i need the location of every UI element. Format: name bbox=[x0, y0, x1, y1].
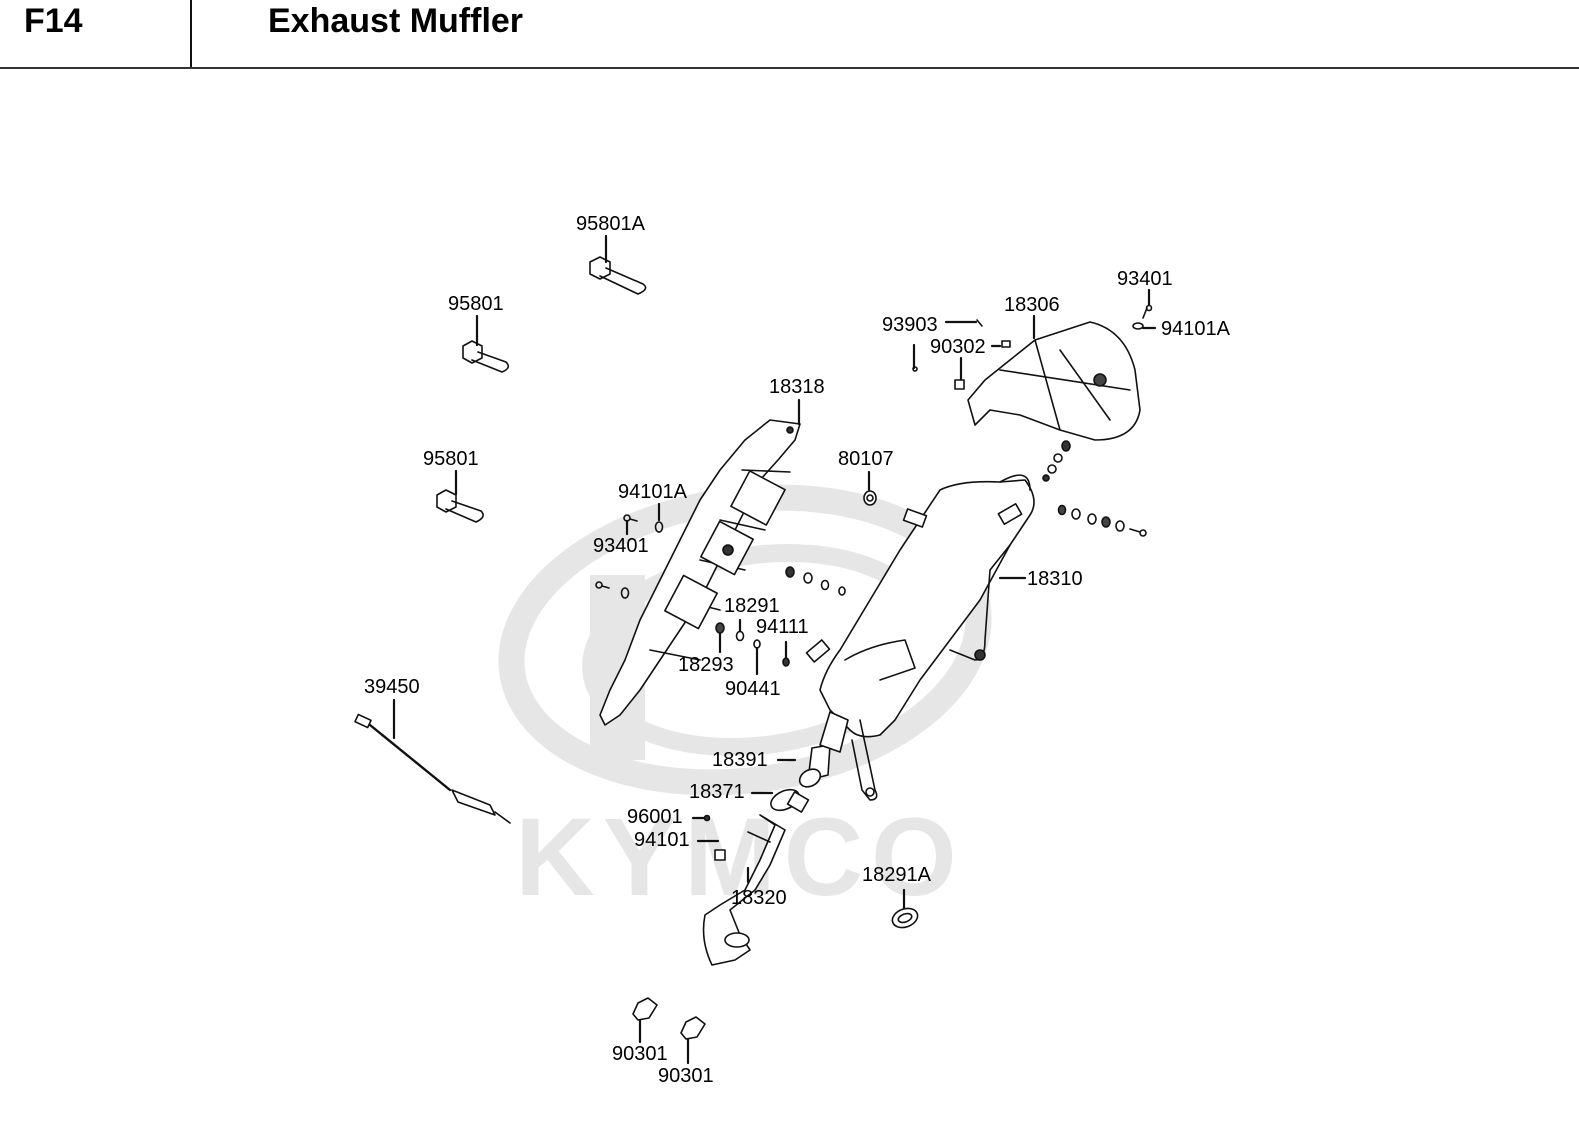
callout-18320: 18320 bbox=[731, 887, 787, 909]
bolt-95801-upper bbox=[462, 314, 510, 373]
washer-stack-right bbox=[1057, 504, 1147, 537]
callout-94101A-right: 94101A bbox=[1161, 318, 1230, 340]
screw-93903 bbox=[912, 319, 983, 372]
callout-93401-left: 93401 bbox=[593, 535, 649, 557]
speed-nut-90302 bbox=[954, 340, 1011, 390]
callout-18371: 18371 bbox=[689, 781, 745, 803]
washer-stack-middle bbox=[785, 566, 846, 596]
callout-18310: 18310 bbox=[1027, 568, 1083, 590]
collar-18293 bbox=[715, 622, 725, 654]
nut-90301-left bbox=[632, 997, 658, 1044]
clamp-18371 bbox=[750, 788, 810, 813]
callout-94101: 94101 bbox=[634, 829, 690, 851]
callout-96001: 96001 bbox=[627, 806, 683, 828]
callout-18306: 18306 bbox=[1004, 294, 1060, 316]
heat-guard-18318 bbox=[599, 398, 801, 726]
collar-80107 bbox=[863, 470, 877, 506]
callout-93401-right: 93401 bbox=[1117, 268, 1173, 290]
callout-95801A: 95801A bbox=[576, 213, 645, 235]
bolt-lower-left bbox=[595, 581, 630, 599]
page-title: Exhaust Muffler bbox=[268, 2, 524, 40]
page-header: F14 Exhaust Muffler bbox=[0, 0, 1579, 70]
callout-94111: 94111 bbox=[756, 616, 809, 638]
nut-94111 bbox=[782, 640, 790, 667]
muffler-inlet-joint bbox=[819, 711, 849, 753]
callout-94101A-left: 94101A bbox=[618, 481, 687, 503]
bolt-95801-lower bbox=[436, 469, 484, 523]
callout-95801-upper: 95801 bbox=[448, 293, 504, 315]
muffler-18310 bbox=[805, 474, 1035, 801]
washer-90441 bbox=[753, 639, 761, 676]
nut-90301-right bbox=[680, 1016, 706, 1065]
callout-80107: 80107 bbox=[838, 448, 894, 470]
bolt-96001 bbox=[691, 814, 711, 822]
section-code: F14 bbox=[24, 2, 83, 40]
callout-95801-lower: 95801 bbox=[423, 448, 479, 470]
gasket-18291 bbox=[735, 618, 745, 642]
callout-90301-left: 90301 bbox=[612, 1043, 668, 1065]
callout-18318: 18318 bbox=[769, 376, 825, 398]
callout-90302: 90302 bbox=[930, 336, 986, 358]
callout-90441: 90441 bbox=[725, 678, 781, 700]
callout-39450: 39450 bbox=[364, 676, 420, 698]
washer-stack-upper-right bbox=[1042, 440, 1071, 482]
washer-94101A-left bbox=[654, 502, 664, 533]
header-divider bbox=[190, 0, 192, 69]
gasket-18291A bbox=[891, 888, 919, 929]
exhaust-pipe-18320 bbox=[702, 814, 786, 966]
bolt-93401-right bbox=[1142, 288, 1153, 319]
header-rule bbox=[0, 67, 1579, 69]
callout-93903: 93903 bbox=[882, 314, 938, 336]
callout-18291A: 18291A bbox=[862, 864, 931, 886]
bolt-95801A bbox=[589, 234, 647, 295]
callout-18293: 18293 bbox=[678, 654, 734, 676]
callout-18391: 18391 bbox=[712, 749, 768, 771]
end-cover-18306 bbox=[967, 314, 1141, 441]
callout-90301-right: 90301 bbox=[658, 1065, 714, 1087]
washer-94101A-right bbox=[1132, 322, 1157, 330]
oxygen-sensor-39450 bbox=[354, 698, 511, 824]
callout-18291: 18291 bbox=[724, 595, 780, 617]
bolt-93401-left bbox=[623, 514, 638, 536]
